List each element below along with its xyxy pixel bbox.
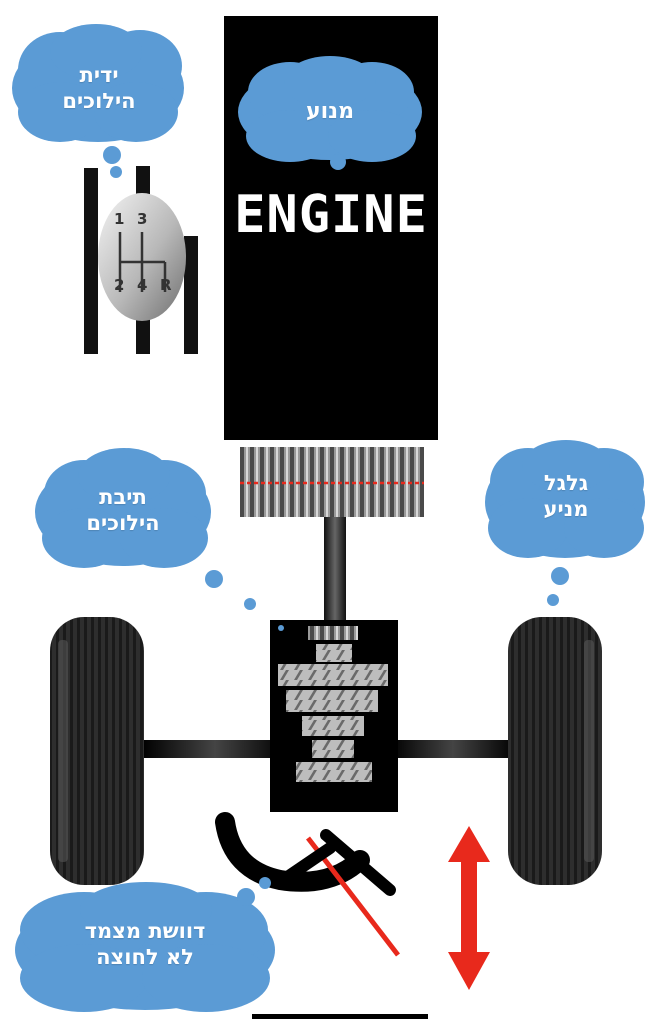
gearbox-gear-6 (296, 762, 372, 782)
callout-engine-text: מנוע (305, 99, 355, 124)
shifter-rail-bottom (136, 318, 150, 354)
drive-shaft (324, 517, 346, 621)
shift-gear-2: 2 (114, 276, 125, 294)
callout-drive-wheel-line1: גלגל (543, 471, 589, 495)
tire-right (508, 617, 602, 885)
axle-left (142, 740, 288, 758)
callout-clutch-pedal-line2: לא לחוצה (96, 945, 194, 970)
arrow-shaft (461, 855, 477, 958)
shift-gear-4: 4 (137, 276, 148, 294)
cloud-gearbox (35, 448, 256, 610)
shift-gear-3: 3 (137, 210, 148, 228)
cloud-gear-stick (12, 24, 184, 178)
engine-label: ENGINE (234, 185, 428, 245)
callout-gear-stick-line2: הילוכים (62, 89, 136, 114)
gearbox-gear-5 (312, 740, 354, 758)
shift-pattern-lines (118, 232, 167, 292)
shifter-rail-left (84, 168, 98, 354)
wheel-left (50, 617, 144, 885)
gearbox (270, 620, 398, 812)
cloud-engine (238, 56, 422, 170)
callout-clutch-pedal-line1: דוושת מצמד (84, 919, 206, 943)
gearbox-gear-3 (286, 690, 378, 712)
shift-gear-1: 1 (114, 210, 125, 228)
arrow-head-down (448, 952, 490, 990)
gearbox-gear-4 (302, 716, 364, 736)
callout-drive-wheel: גלגל מניע (496, 470, 636, 523)
callout-gear-stick: ידית הילוכים (34, 62, 164, 115)
shifter-rail-right (184, 236, 198, 354)
arrow-head-up (448, 826, 490, 862)
floor-line (252, 1014, 428, 1019)
callout-gear-stick-line1: ידית (79, 63, 119, 87)
callout-gearbox-line2: הילוכים (86, 511, 160, 536)
shift-gear-r: R (160, 276, 172, 294)
gearbox-gear-2 (278, 664, 388, 686)
pedal-link (277, 842, 336, 886)
cloud-clutch-pedal (15, 877, 275, 1012)
callout-engine: מנוע (260, 98, 400, 126)
callout-gearbox: תיבת הילוכים (48, 484, 198, 537)
wheel-right (508, 617, 602, 885)
axle-right (390, 740, 516, 758)
tire-left (50, 617, 144, 885)
clutch-disc (240, 447, 424, 517)
shifter-rail-top (136, 166, 150, 196)
pedal-pad (320, 829, 396, 896)
gearbox-gear-1 (316, 644, 352, 662)
clutch-pedal (215, 812, 400, 957)
callout-drive-wheel-line2: מניע (543, 497, 589, 522)
callout-gearbox-line1: תיבת (99, 485, 147, 509)
tire-right-sidewall (584, 640, 594, 862)
gear-shifter (84, 166, 198, 354)
travel-arrow (448, 826, 490, 990)
gearbox-dot (278, 625, 284, 631)
tire-left-sidewall (58, 640, 68, 862)
cloud-drive-wheel (485, 440, 645, 606)
callout-clutch-pedal: דוושת מצמד לא לחוצה (30, 918, 260, 971)
gearbox-input-gear (308, 626, 358, 640)
